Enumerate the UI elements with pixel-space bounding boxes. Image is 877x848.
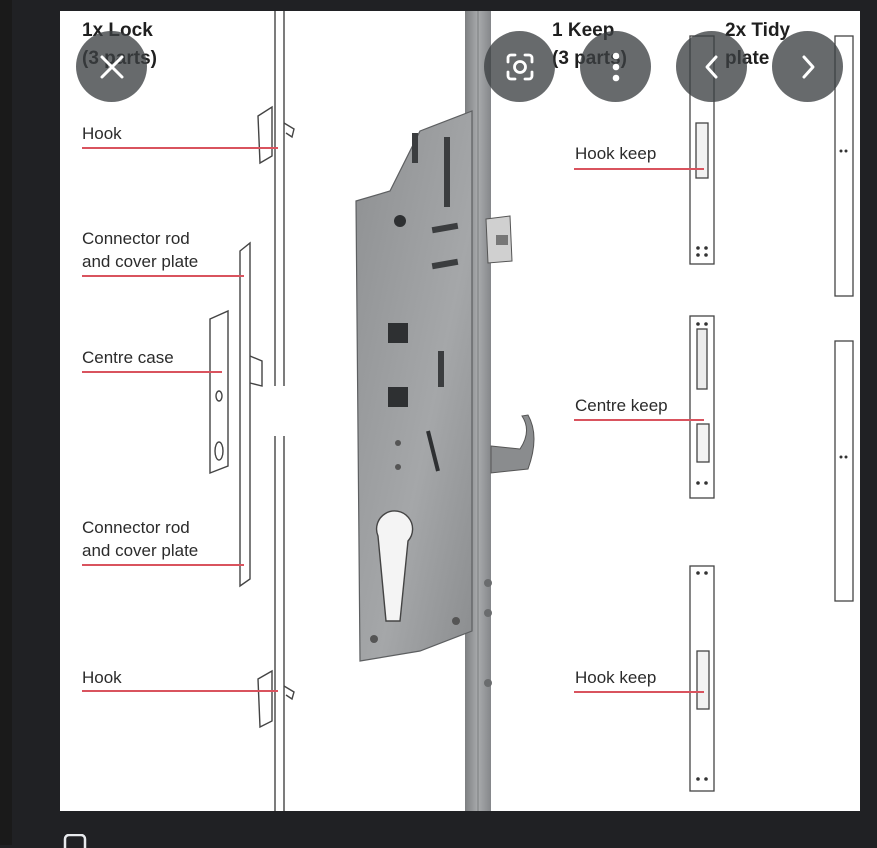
keep-plates — [689, 35, 715, 792]
label-connector-bottom-2: and cover plate — [82, 541, 199, 560]
chevron-left-icon — [705, 55, 717, 78]
leader-line — [82, 690, 278, 692]
label-centre-case: Centre case — [82, 348, 174, 367]
leader-line — [82, 564, 244, 566]
previous-image-button[interactable] — [676, 31, 747, 102]
lens-search-button[interactable] — [484, 31, 555, 102]
source-favicon-icon — [63, 834, 87, 848]
label-hook-keep-top: Hook keep — [575, 144, 657, 163]
label-hook-keep-bottom: Hook keep — [575, 668, 657, 687]
leader-line — [82, 275, 244, 277]
lens-icon — [506, 53, 533, 80]
label-connector-top-1: Connector rod — [82, 229, 190, 248]
more-options-button[interactable] — [580, 31, 651, 102]
viewer-edge — [0, 0, 12, 845]
close-icon — [100, 55, 123, 78]
label-connector-bottom-1: Connector rod — [82, 518, 190, 537]
label-hook-bottom: Hook — [82, 668, 122, 687]
cylinder-cutout — [375, 510, 414, 622]
product-image[interactable]: 1x Lock (3 parts) 1 Keep (3 parts) 2x Ti… — [60, 11, 860, 811]
label-centre-keep: Centre keep — [575, 396, 668, 415]
keep-holes — [696, 246, 708, 781]
leader-line — [574, 168, 704, 170]
tidy-plates — [834, 35, 854, 602]
leader-line — [82, 371, 222, 373]
more-vertical-icon — [612, 52, 619, 81]
chevron-right-icon — [802, 55, 814, 78]
left-rod-assembly — [209, 11, 295, 811]
leader-line — [574, 691, 704, 693]
leader-line — [574, 419, 704, 421]
lock-diagram-illustration — [209, 11, 854, 811]
tidy-heading-line1: 2x Tidy — [725, 20, 791, 41]
close-button[interactable] — [76, 31, 147, 102]
lock-case-body — [355, 110, 473, 662]
label-hook-top: Hook — [82, 124, 122, 143]
leader-line — [82, 147, 278, 149]
label-connector-top-2: and cover plate — [82, 252, 199, 271]
next-image-button[interactable] — [772, 31, 843, 102]
